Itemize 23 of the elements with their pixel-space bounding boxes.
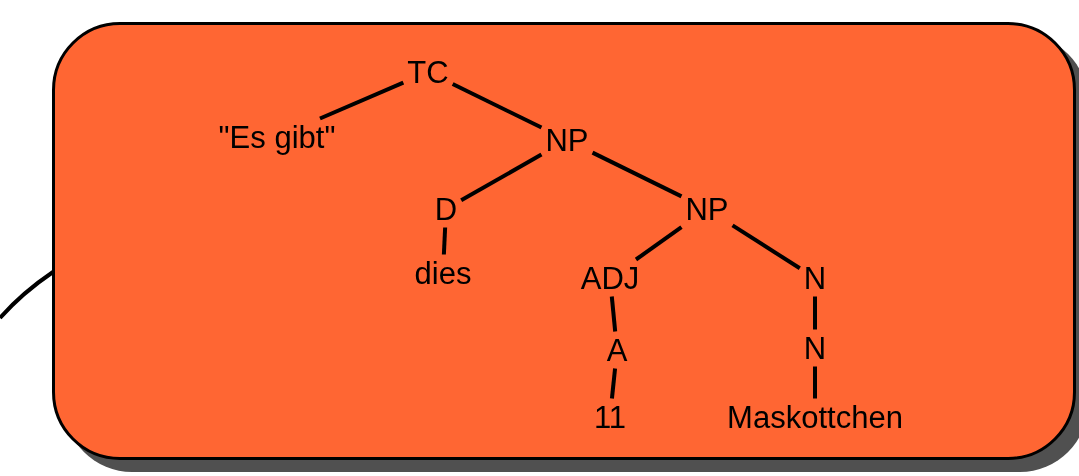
- tree-branch: [813, 366, 817, 399]
- tree-label: D: [430, 190, 462, 228]
- tree-branch: [441, 227, 448, 255]
- tree-branch: [813, 296, 817, 330]
- tree-branch: [609, 296, 618, 332]
- tree-label: dies: [410, 254, 476, 292]
- tree-label: NP: [541, 121, 593, 159]
- tree-branch: [731, 223, 801, 270]
- tree-branch: [451, 82, 543, 130]
- tree-branch: [634, 225, 683, 262]
- tree-label: 11: [589, 398, 631, 436]
- tree-label: TC: [403, 53, 453, 91]
- tree-branch: [319, 80, 405, 121]
- tree-label: NP: [681, 190, 733, 228]
- tree-label: "Es gibt": [214, 118, 340, 156]
- tree-label: ADJ: [576, 259, 644, 297]
- tree-branch: [609, 368, 618, 399]
- tree-label: A: [602, 331, 632, 369]
- tree-label: N: [799, 329, 831, 367]
- tree-branch: [591, 150, 683, 199]
- tree-label: N: [799, 259, 831, 297]
- tree-branch: [460, 152, 543, 203]
- tree-label: Maskottchen: [723, 398, 907, 436]
